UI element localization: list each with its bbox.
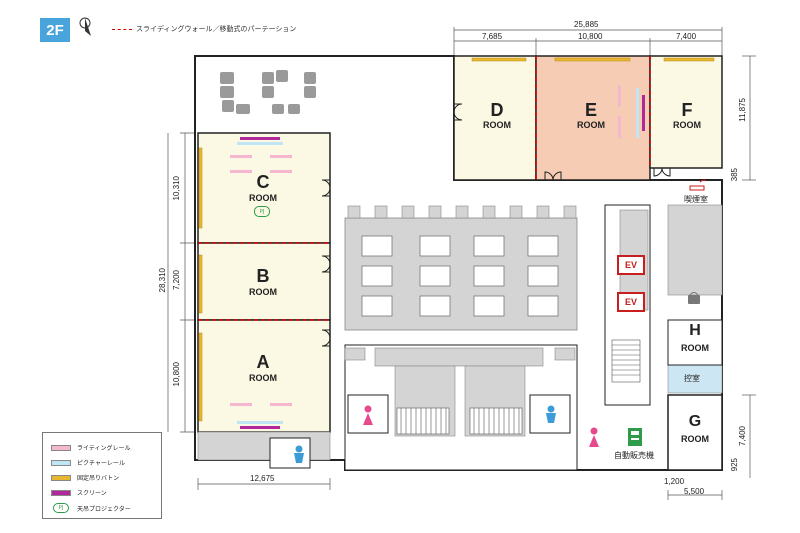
lighting-rail-swatch-icon <box>51 444 71 451</box>
dim-g-gap: 925 <box>730 458 739 472</box>
dim-a-height: 10,800 <box>172 362 181 387</box>
room-def-doors <box>453 103 671 181</box>
room-e-word: ROOM <box>577 120 605 130</box>
room-c-word: ROOM <box>249 193 277 203</box>
legend-label-screen: スクリーン <box>77 490 107 497</box>
legend-row-lighting-rail: ライティングレール <box>51 443 131 452</box>
foyer-tables <box>361 235 559 317</box>
vending-machine-icon <box>628 428 642 446</box>
room-h-word: ROOM <box>681 343 709 353</box>
legend-label-lighting-rail: ライティングレール <box>77 445 131 452</box>
floor-badge: 2F <box>40 18 70 42</box>
projector-mark: PJ <box>259 208 265 215</box>
accessible-person-body-icon <box>294 453 304 463</box>
room-d-letter: D <box>490 100 504 120</box>
picture-rail-swatch-icon <box>51 459 71 466</box>
waiting-room-label: 控室 <box>684 374 700 383</box>
room-a-letter: A <box>256 352 270 372</box>
room-def-fixtures <box>471 57 715 138</box>
ev-upper-label: EV <box>624 260 637 270</box>
dim-right-height: 11,875 <box>738 98 747 122</box>
dim-corridor-gap: 1,200 <box>664 477 685 486</box>
partition-legend: スライディングウォール／移動式のパーテーション <box>112 24 296 34</box>
dim-left-total: 28,310 <box>158 268 167 293</box>
room-d[interactable] <box>453 55 537 181</box>
room-a-word: ROOM <box>249 373 277 383</box>
accessible-person-head-icon <box>295 445 303 453</box>
smoking-icon <box>689 179 707 191</box>
dim-smoking-gap: 385 <box>730 168 739 182</box>
dim-e-width: 10,800 <box>578 32 603 41</box>
partition-dash-icon <box>112 28 132 30</box>
room-f-word: ROOM <box>673 120 701 130</box>
legend-row-baton: 固定吊りバトン <box>51 473 119 482</box>
female-restroom-icon-2 <box>589 427 599 447</box>
floor-label: 2F <box>46 21 64 39</box>
dim-d-width: 7,685 <box>482 32 503 41</box>
room-b-letter: B <box>256 266 270 286</box>
male-restroom-icon <box>546 405 556 423</box>
projector-legend-icon: PJ <box>53 503 69 513</box>
north-arrow-icon <box>79 17 91 36</box>
projector-icon: PJ <box>254 206 270 217</box>
room-c-letter: C <box>256 172 270 192</box>
baton-swatch-icon <box>51 474 71 481</box>
ev-lower: EV <box>617 292 645 312</box>
room-e-letter: E <box>584 100 597 120</box>
room-abc-doors <box>321 179 331 347</box>
room-d-word: ROOM <box>483 120 511 130</box>
lower-core <box>344 344 578 471</box>
screen-swatch-icon <box>51 489 71 496</box>
stairs-left <box>396 407 450 435</box>
room-f[interactable] <box>649 55 723 169</box>
legend-label-baton: 固定吊りバトン <box>77 475 120 482</box>
legend-label-projector: 天吊プロジェクター <box>77 505 131 513</box>
legend-row-picture-rail: ピクチャーレール <box>51 458 125 467</box>
dim-bottom-width: 12,675 <box>250 474 275 483</box>
ev-lower-label: EV <box>624 297 637 307</box>
room-abc-fixtures <box>198 137 292 429</box>
room-h-letter: H <box>689 322 701 339</box>
dim-total-width: 25,885 <box>574 20 599 29</box>
room-f-letter: F <box>681 100 693 120</box>
dim-b-height: 7,200 <box>172 270 181 291</box>
room-g-letter: G <box>688 413 702 430</box>
stairs-right <box>469 407 523 435</box>
room-e[interactable] <box>535 55 651 181</box>
room-c[interactable] <box>197 132 331 244</box>
smoking-room-label: 喫煙室 <box>684 195 708 204</box>
partition-legend-text: スライディングウォール／移動式のパーテーション <box>136 25 297 33</box>
female-restroom-icon <box>363 405 373 425</box>
vending-machine-label: 自動販売機 <box>614 451 654 460</box>
lounge-furniture <box>220 70 316 114</box>
legend-row-projector: PJ 天吊プロジェクター <box>51 503 131 513</box>
legend-box: ライティングレール ピクチャーレール 固定吊りバトン スクリーン PJ 天吊プロ… <box>42 432 162 519</box>
dim-g-width: 5,500 <box>684 487 705 496</box>
dim-g-height: 7,400 <box>738 426 747 447</box>
legend-label-picture-rail: ピクチャーレール <box>77 460 125 467</box>
dim-c-height: 10,310 <box>172 176 181 201</box>
projector-legend-mark: PJ <box>58 505 64 511</box>
stairs-core <box>612 344 640 376</box>
dim-f-width: 7,400 <box>676 32 697 41</box>
legend-row-screen: スクリーン <box>51 488 107 497</box>
ev-upper: EV <box>617 255 645 275</box>
room-g-word: ROOM <box>681 434 709 444</box>
bag-icon <box>688 292 700 304</box>
room-b-word: ROOM <box>249 287 277 297</box>
